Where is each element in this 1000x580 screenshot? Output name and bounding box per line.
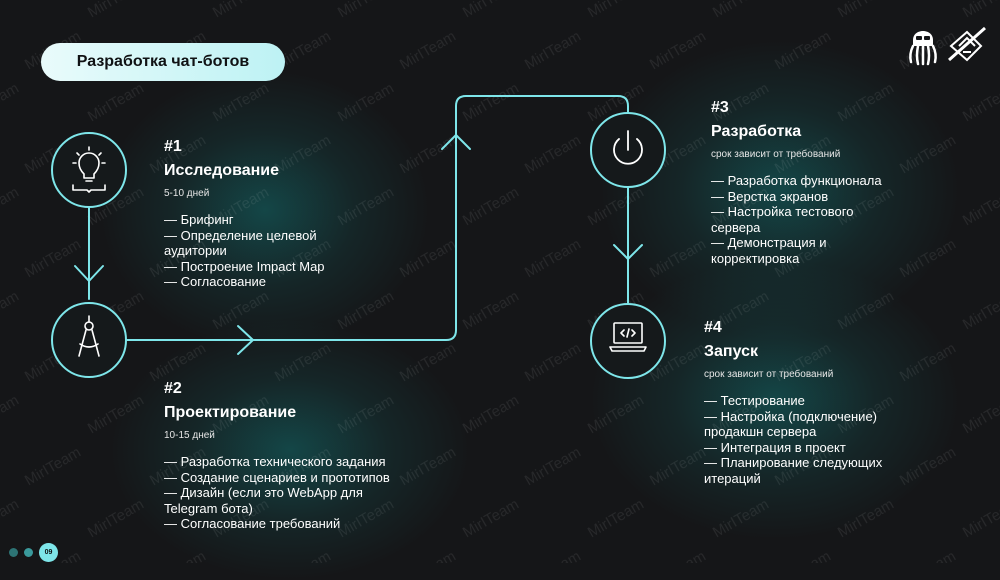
step1-duration: 5-10 дней bbox=[164, 188, 210, 199]
arrow-down-1-2 bbox=[74, 265, 104, 282]
power-icon bbox=[613, 130, 643, 165]
brand-logo-icon bbox=[945, 24, 989, 68]
page-dot bbox=[24, 548, 33, 557]
step2-circle bbox=[51, 302, 127, 378]
list-item: корректировка bbox=[711, 250, 800, 266]
list-item: — Определение целевой bbox=[164, 227, 317, 243]
step3-list: — Разработка функционала — Верстка экран… bbox=[711, 173, 911, 266]
list-item: — Создание сценариев и прототипов bbox=[164, 469, 390, 485]
step1-number: #1 bbox=[164, 138, 182, 155]
step3-name: Разработка bbox=[711, 123, 802, 140]
step1-block: #1 Исследование 5-10 дней — Брифинг — Оп… bbox=[164, 137, 374, 290]
list-item: — Верстка экранов bbox=[711, 188, 829, 204]
list-item: — Построение Impact Map bbox=[164, 258, 325, 274]
step4-name: Запуск bbox=[704, 343, 758, 360]
slide-title: Разработка чат-ботов bbox=[41, 43, 285, 81]
octopus-logo-icon bbox=[905, 22, 941, 70]
arrow-right-2-3 bbox=[237, 325, 254, 355]
lightbulb-book-icon bbox=[72, 146, 106, 193]
step2-number: #2 bbox=[164, 380, 182, 397]
step2-block: #2 Проектирование 10-15 дней — Разработк… bbox=[164, 379, 414, 532]
list-item: — Настройка тестового bbox=[711, 204, 854, 219]
list-item: — Интеграция в проект bbox=[704, 439, 846, 455]
list-item: аудитории bbox=[164, 243, 227, 258]
list-item: Telegram бота) bbox=[164, 500, 253, 516]
arrow-up-2-3 bbox=[441, 134, 471, 150]
connector-2-3 bbox=[126, 95, 629, 341]
list-item: — Дизайн (если это WebApp для bbox=[164, 485, 363, 500]
step2-name: Проектирование bbox=[164, 404, 297, 421]
list-item: — Согласование bbox=[164, 274, 267, 289]
list-item: — Согласование требований bbox=[164, 516, 341, 531]
list-item: — Разработка функционала bbox=[711, 173, 882, 188]
step1-list: — Брифинг — Определение целевой аудитори… bbox=[164, 212, 374, 290]
list-item: сервера bbox=[711, 219, 761, 235]
page-dot bbox=[9, 548, 18, 557]
list-item: — Брифинг bbox=[164, 212, 234, 227]
step1-circle bbox=[51, 132, 127, 208]
page-number: 09 bbox=[39, 543, 58, 562]
step4-list: — Тестирование — Настройка (подключение)… bbox=[704, 393, 914, 486]
step4-block: #4 Запуск срок зависит от требований — Т… bbox=[704, 318, 914, 486]
step3-number: #3 bbox=[711, 99, 729, 116]
process-flow-diagram bbox=[51, 95, 666, 379]
list-item: — Тестирование bbox=[704, 393, 805, 408]
step4-duration: срок зависит от требований bbox=[704, 369, 834, 380]
list-item: — Разработка технического задания bbox=[164, 454, 386, 469]
step2-duration: 10-15 дней bbox=[164, 430, 215, 441]
list-item: продакшн сервера bbox=[704, 424, 817, 439]
step4-number: #4 bbox=[704, 319, 722, 336]
step1-name: Исследование bbox=[164, 162, 279, 179]
laptop-code-icon bbox=[609, 322, 647, 352]
compass-drafting-icon bbox=[78, 315, 100, 357]
step4-circle bbox=[590, 303, 666, 379]
step2-list: — Разработка технического задания — Созд… bbox=[164, 454, 414, 532]
list-item: — Демонстрация и bbox=[711, 235, 827, 250]
list-item: — Настройка (подключение) bbox=[704, 408, 878, 424]
list-item: итераций bbox=[704, 470, 761, 486]
arrow-down-3-4 bbox=[613, 244, 643, 260]
list-item: — Планирование следующих bbox=[704, 455, 883, 470]
page-indicator: 09 bbox=[9, 543, 58, 562]
step3-duration: срок зависит от требований bbox=[711, 149, 841, 160]
step3-block: #3 Разработка срок зависит от требований… bbox=[711, 98, 911, 266]
